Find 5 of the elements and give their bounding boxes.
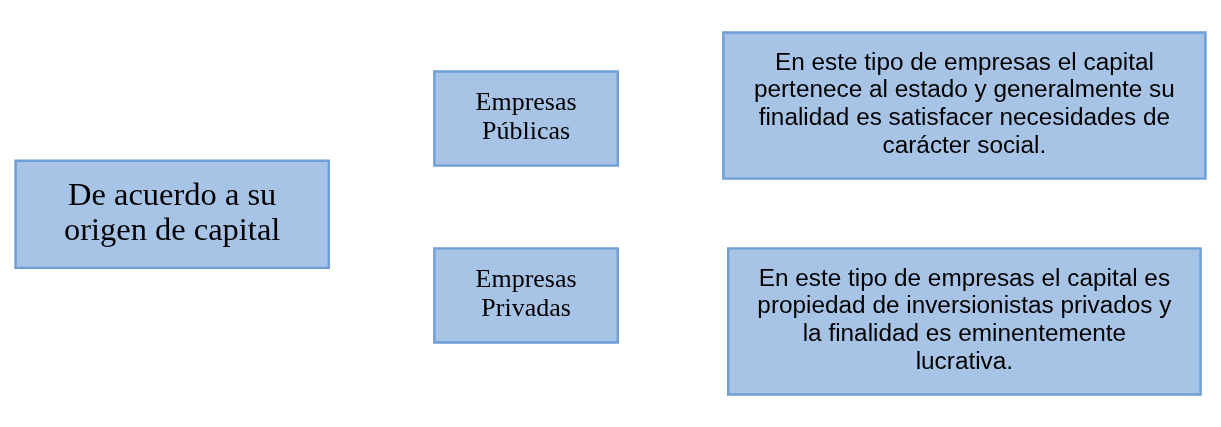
node-box: En este tipo de empresas el capital es propiedad de inversionistas privados y la finalidad es eminentemente lucrativa.: [726, 247, 1202, 396]
node-box: Empresas Privadas: [433, 247, 620, 344]
node-box: En este tipo de empresas el capital pertenece al estado y generalmente su finalidad es satisfacer necesidades de carácter social.: [722, 31, 1207, 180]
node-box: Empresas Públicas: [433, 70, 620, 167]
node-box: De acuerdo a su origen de capital: [14, 159, 331, 270]
